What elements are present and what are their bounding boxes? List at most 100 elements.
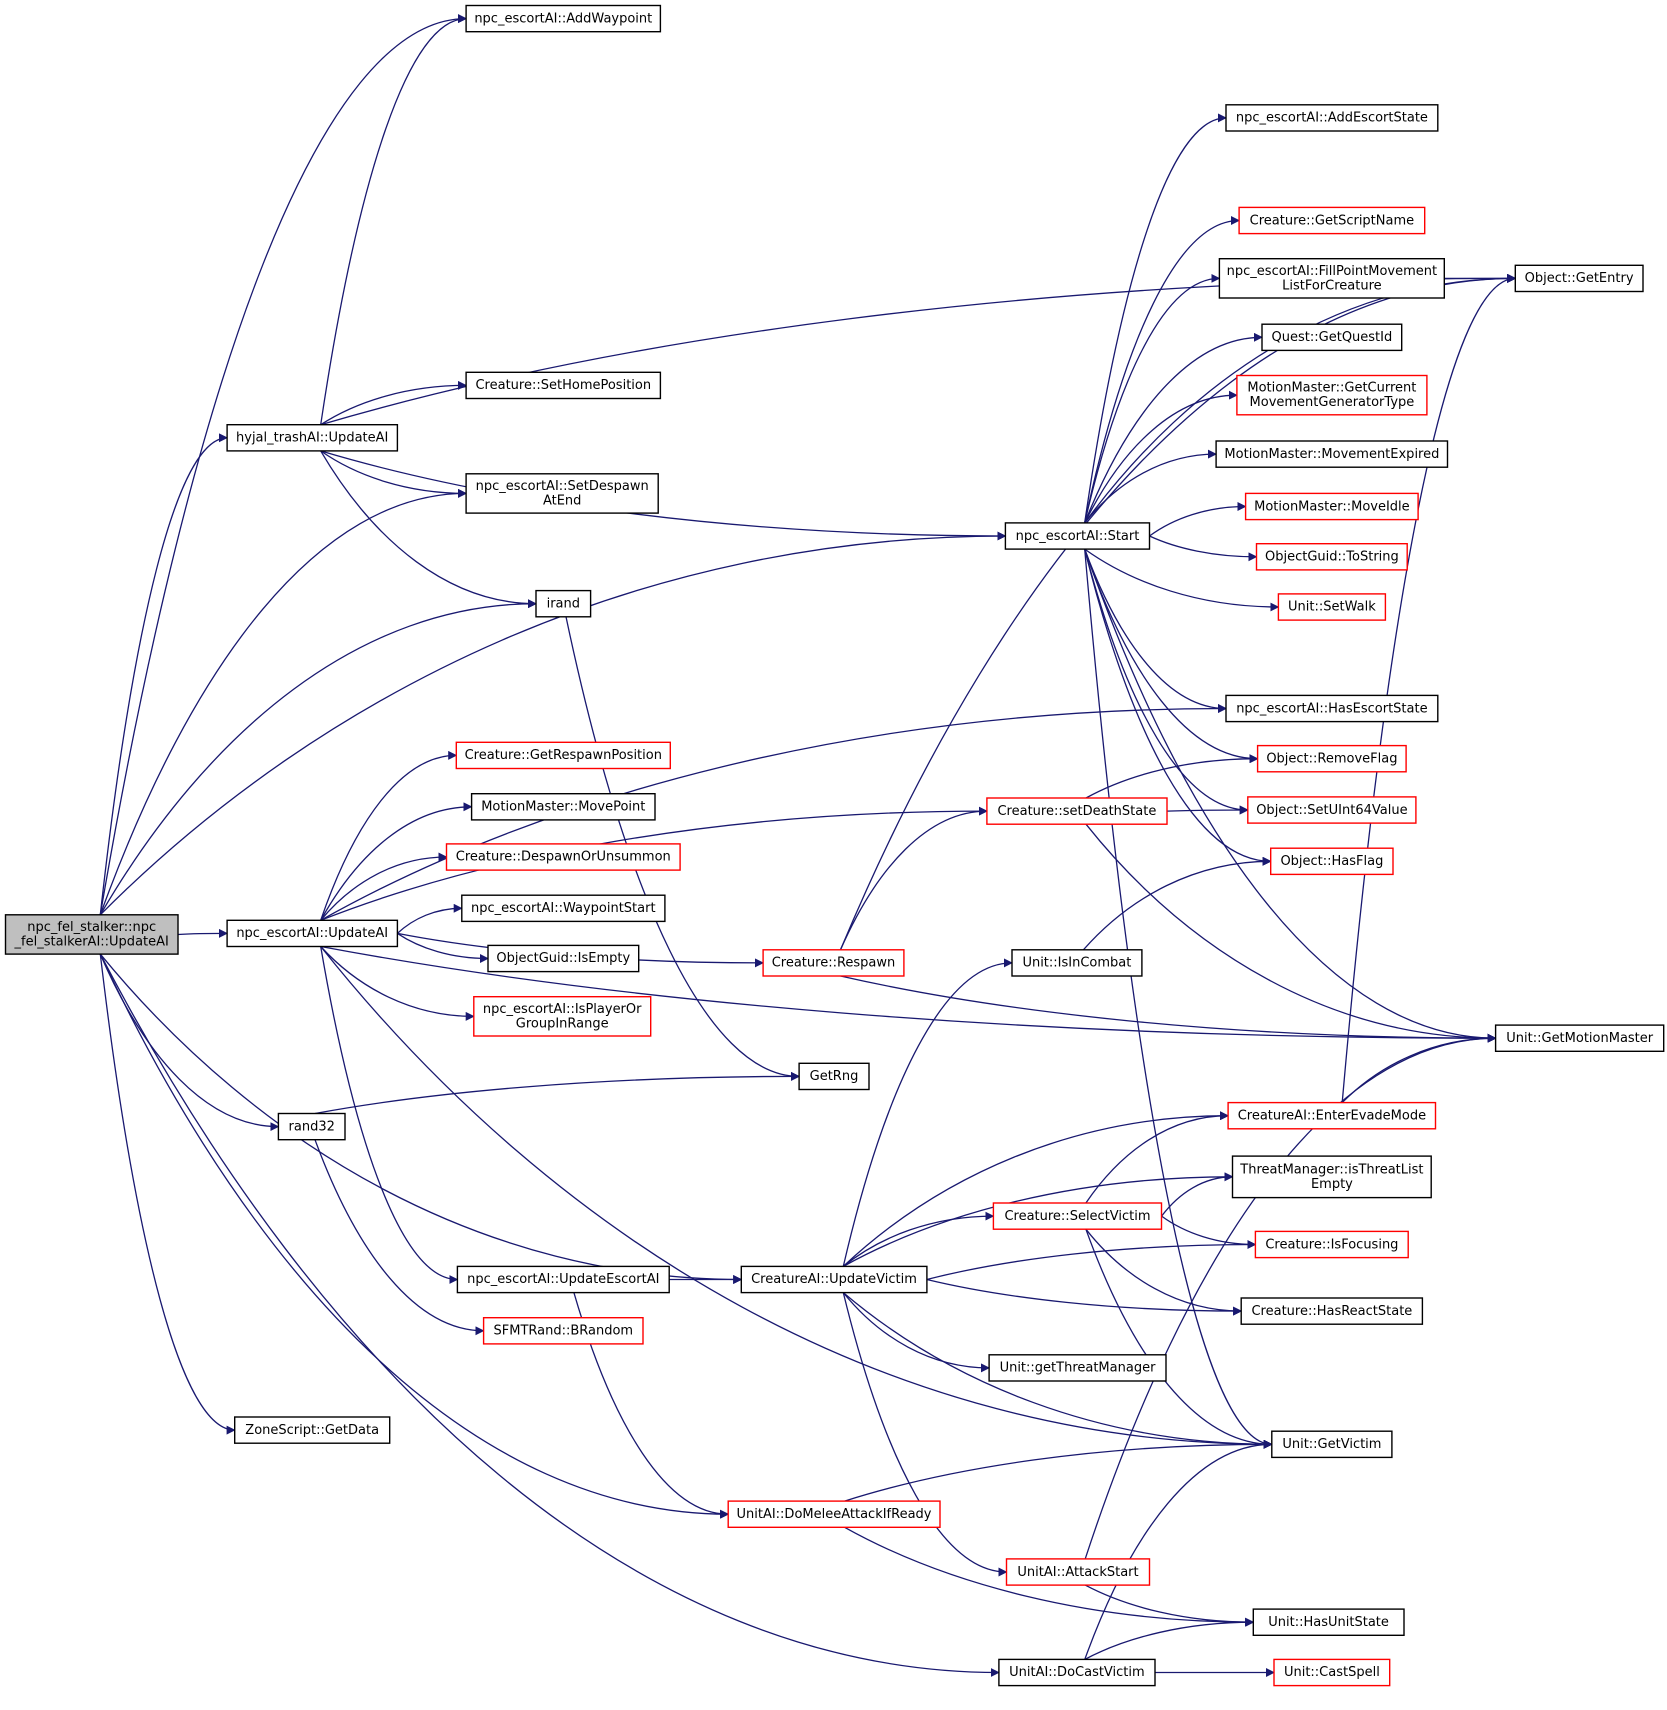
node-respawn[interactable]: Creature::Respawn: [762, 949, 905, 977]
node-irand[interactable]: irand: [535, 589, 592, 618]
node-getQuestId[interactable]: Quest::GetQuestId: [1261, 323, 1403, 352]
node-box[interactable]: [1247, 796, 1417, 824]
node-hasFlag[interactable]: Object::HasFlag: [1269, 847, 1394, 876]
node-zoneGetData[interactable]: ZoneScript::GetData: [233, 1416, 391, 1444]
node-box[interactable]: [482, 1316, 644, 1345]
node-box[interactable]: [1225, 694, 1439, 723]
node-box[interactable]: [455, 741, 671, 770]
node-box[interactable]: [798, 1062, 870, 1091]
node-hasUnitState[interactable]: Unit::HasUnitState: [1252, 1608, 1405, 1636]
node-box[interactable]: [535, 589, 592, 618]
node-moveIdle[interactable]: MotionMaster::MoveIdle: [1244, 492, 1419, 521]
node-castSpell[interactable]: Unit::CastSpell: [1273, 1658, 1391, 1687]
node-box[interactable]: [1005, 1558, 1151, 1586]
node-box[interactable]: [1269, 847, 1394, 876]
node-selectVictim[interactable]: Creature::SelectVictim: [992, 1202, 1163, 1230]
node-addWaypoint[interactable]: npc_escortAI::AddWaypoint: [465, 4, 662, 33]
node-box[interactable]: [1271, 1430, 1393, 1459]
node-box[interactable]: [988, 1354, 1167, 1382]
node-box[interactable]: [487, 944, 640, 973]
node-box[interactable]: [740, 1265, 928, 1294]
node-box[interactable]: [1244, 492, 1419, 521]
node-movePoint[interactable]: MotionMaster::MovePoint: [470, 793, 656, 821]
node-getMotionMaster[interactable]: Unit::GetMotionMaster: [1494, 1024, 1665, 1052]
node-box[interactable]: [1255, 543, 1408, 571]
node-box[interactable]: [1215, 440, 1449, 468]
node-isFocusing[interactable]: Creature::IsFocusing: [1254, 1230, 1409, 1259]
node-setWalk[interactable]: Unit::SetWalk: [1277, 593, 1387, 621]
node-hasEscortState[interactable]: npc_escortAI::HasEscortState: [1225, 694, 1439, 723]
node-setUInt64[interactable]: Object::SetUInt64Value: [1247, 796, 1417, 824]
node-box[interactable]: [1231, 1155, 1432, 1199]
node-box[interactable]: [1011, 949, 1143, 977]
node-removeFlag[interactable]: Object::RemoveFlag: [1256, 744, 1407, 773]
node-escortStart[interactable]: npc_escortAI::Start: [1004, 522, 1151, 550]
node-doMelee[interactable]: UnitAI::DoMeleeAttackIfReady: [727, 1500, 941, 1528]
node-box[interactable]: [727, 1500, 941, 1528]
node-box[interactable]: [465, 371, 662, 400]
node-waypointStart[interactable]: npc_escortAI::WaypointStart: [461, 894, 666, 923]
node-addEscortState[interactable]: npc_escortAI::AddEscortState: [1225, 104, 1439, 132]
node-box[interactable]: [1236, 374, 1428, 416]
node-box[interactable]: [1261, 323, 1403, 352]
node-setDeathState[interactable]: Creature::setDeathState: [986, 797, 1168, 825]
node-box[interactable]: [1238, 206, 1426, 235]
node-guidToString[interactable]: ObjectGuid::ToString: [1255, 543, 1408, 571]
node-root[interactable]: npc_fel_stalker::npc_fel_stalkerAI::Upda…: [4, 914, 179, 955]
node-box[interactable]: [1004, 522, 1151, 550]
node-box[interactable]: [233, 1416, 391, 1444]
node-rand32[interactable]: rand32: [277, 1112, 346, 1141]
node-getRng[interactable]: GetRng: [798, 1062, 870, 1091]
node-box[interactable]: [456, 1265, 670, 1294]
node-box[interactable]: [1256, 744, 1407, 773]
node-box[interactable]: [461, 894, 666, 923]
node-box[interactable]: [226, 424, 399, 452]
node-box[interactable]: [1254, 1230, 1409, 1259]
node-box[interactable]: [445, 843, 681, 871]
node-box[interactable]: [465, 4, 662, 33]
node-getRespawnPos[interactable]: Creature::GetRespawnPosition: [455, 741, 671, 770]
node-box[interactable]: [762, 949, 905, 977]
node-hyjalUpdate[interactable]: hyjal_trashAI::UpdateAI: [226, 424, 399, 452]
node-box[interactable]: [4, 914, 179, 955]
node-moveExpired[interactable]: MotionMaster::MovementExpired: [1215, 440, 1449, 468]
node-doCastVictim[interactable]: UnitAI::DoCastVictim: [998, 1658, 1156, 1687]
node-updateVictim[interactable]: CreatureAI::UpdateVictim: [740, 1265, 928, 1294]
node-box[interactable]: [1218, 258, 1446, 299]
node-getCurMoveGen[interactable]: MotionMaster::GetCurrentMovementGenerato…: [1236, 374, 1428, 416]
node-box[interactable]: [465, 473, 659, 514]
node-box[interactable]: [226, 919, 399, 948]
node-getVictim[interactable]: Unit::GetVictim: [1271, 1430, 1393, 1459]
node-box[interactable]: [277, 1112, 346, 1141]
node-box[interactable]: [998, 1658, 1156, 1687]
node-fillPoint[interactable]: npc_escortAI::FillPointMovementListForCr…: [1218, 258, 1446, 299]
node-bRandom[interactable]: SFMTRand::BRandom: [482, 1316, 644, 1345]
node-box[interactable]: [1240, 1297, 1424, 1325]
node-getScriptName[interactable]: Creature::GetScriptName: [1238, 206, 1426, 235]
node-hasReactState[interactable]: Creature::HasReactState: [1240, 1297, 1424, 1325]
node-escortUpdate[interactable]: npc_escortAI::UpdateAI: [226, 919, 399, 948]
node-box[interactable]: [1277, 593, 1387, 621]
node-box[interactable]: [1225, 104, 1439, 132]
node-guidIsEmpty[interactable]: ObjectGuid::IsEmpty: [487, 944, 640, 973]
node-getEntry[interactable]: Object::GetEntry: [1514, 264, 1644, 293]
node-box[interactable]: [1273, 1658, 1391, 1687]
node-box[interactable]: [992, 1202, 1163, 1230]
node-box[interactable]: [1252, 1608, 1405, 1636]
node-box[interactable]: [473, 996, 652, 1037]
node-setHomePos[interactable]: Creature::SetHomePosition: [465, 371, 662, 400]
node-box[interactable]: [986, 797, 1168, 825]
node-getThreatMgr[interactable]: Unit::getThreatManager: [988, 1354, 1167, 1382]
node-box[interactable]: [1494, 1024, 1665, 1052]
node-box[interactable]: [1514, 264, 1644, 293]
node-isInCombat[interactable]: Unit::IsInCombat: [1011, 949, 1143, 977]
node-updateEscortAI[interactable]: npc_escortAI::UpdateEscortAI: [456, 1265, 670, 1294]
node-despawnOrUnsummon[interactable]: Creature::DespawnOrUnsummon: [445, 843, 681, 871]
node-box[interactable]: [470, 793, 656, 821]
node-attackStart[interactable]: UnitAI::AttackStart: [1005, 1558, 1151, 1586]
node-enterEvade[interactable]: CreatureAI::EnterEvadeMode: [1227, 1101, 1437, 1130]
node-box[interactable]: [1227, 1101, 1437, 1130]
